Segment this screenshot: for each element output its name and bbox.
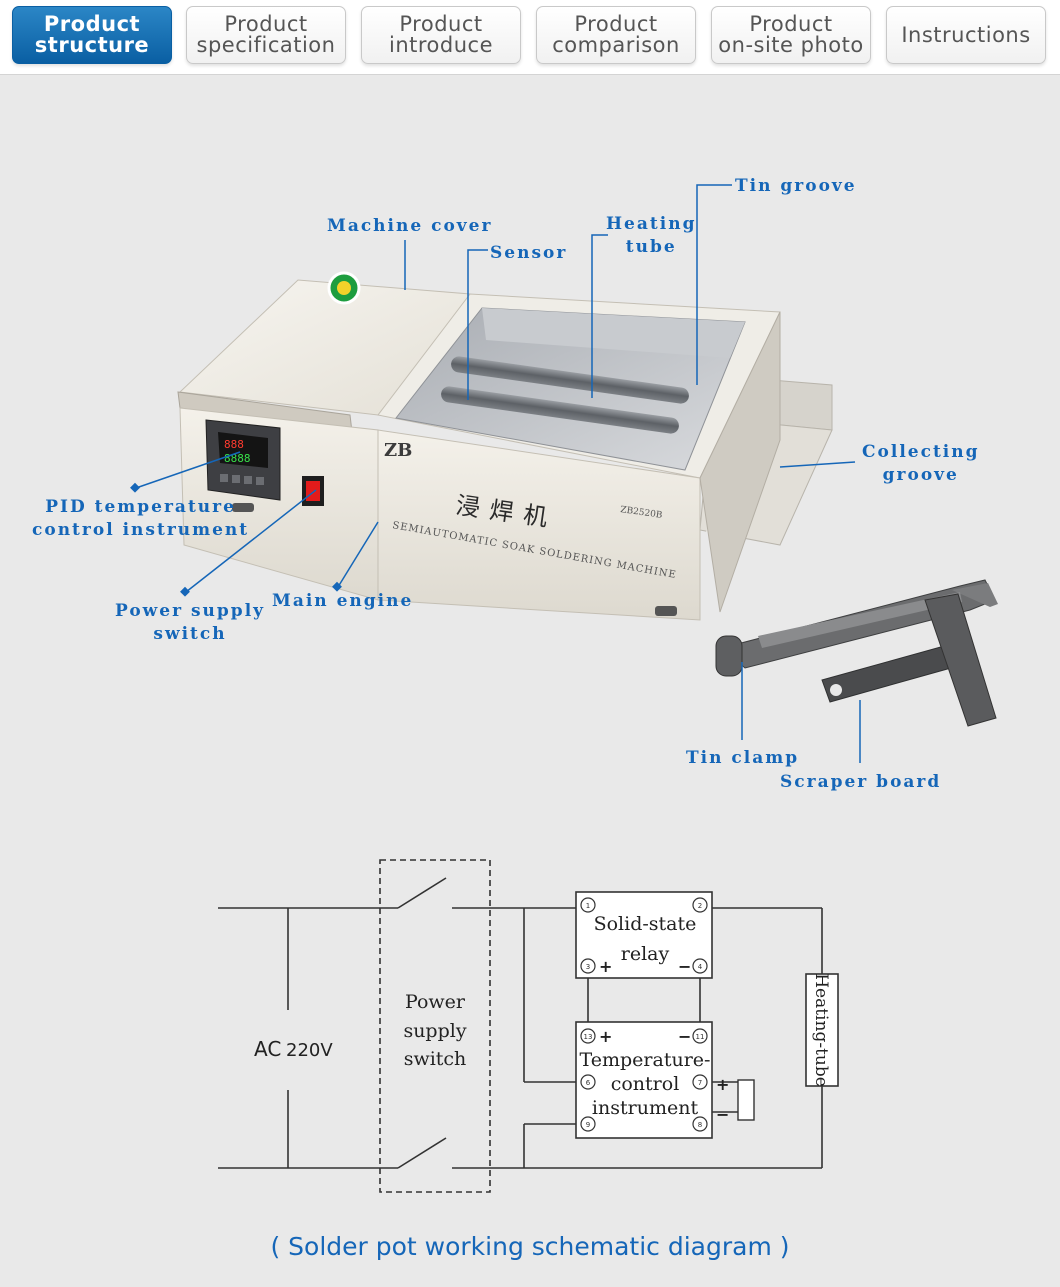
callout-tin-groove: Tin groove bbox=[735, 176, 857, 196]
schematic-instrument-line2: control bbox=[611, 1073, 680, 1095]
schematic-instrument-box bbox=[575, 1021, 713, 1139]
schematic-caption: ( Solder pot working schematic diagram ) bbox=[270, 1232, 790, 1261]
schematic-switch-box bbox=[379, 859, 491, 1193]
terminal-13: 13 bbox=[584, 1033, 593, 1041]
power-switch bbox=[302, 476, 324, 506]
callout-machine-cover: Machine cover bbox=[327, 216, 493, 236]
terminal-11: 11 bbox=[696, 1033, 705, 1041]
svg-text:−: − bbox=[716, 1105, 729, 1124]
callout-pid-instrument: PID temperature control instrument bbox=[32, 497, 250, 540]
svg-text:+: + bbox=[599, 1027, 612, 1046]
callout-leader-lines bbox=[135, 184, 861, 763]
terminal-3: 3 bbox=[586, 963, 590, 971]
pid-display-bottom: 8888 bbox=[224, 452, 251, 465]
schematic-sensor bbox=[737, 1079, 755, 1121]
schematic-relay-box bbox=[575, 891, 713, 979]
schematic-instrument-line1: Temperature- bbox=[580, 1049, 711, 1071]
pid-display-top: 888 bbox=[224, 438, 244, 451]
svg-text:+: + bbox=[599, 957, 612, 976]
schematic-diagram: 1 2 3 4 13 11 6 7 9 8 + − + − + − AC 220… bbox=[218, 859, 839, 1193]
schematic-instrument-line3: instrument bbox=[592, 1097, 699, 1119]
callout-collecting-groove: Collecting groove bbox=[862, 442, 980, 485]
terminal-4: 4 bbox=[698, 963, 703, 971]
terminal-1: 1 bbox=[586, 902, 590, 910]
callout-sensor: Sensor bbox=[490, 243, 568, 263]
svg-text:−: − bbox=[678, 1027, 691, 1046]
svg-text:−: − bbox=[678, 957, 691, 976]
schematic-ac-label: AC bbox=[254, 1037, 281, 1061]
tab-bar: Product structure Product specification … bbox=[0, 0, 1060, 75]
tab-product-onsite-photo[interactable]: Product on-site photo bbox=[711, 6, 871, 64]
schematic-heater-box bbox=[805, 973, 839, 1087]
callout-heating-tube: Heating tube bbox=[606, 214, 697, 257]
callout-scraper-board: Scraper board bbox=[780, 772, 942, 792]
schematic-relay-line2: relay bbox=[621, 943, 670, 965]
product-illustration: 888 8888 ZB 浸焊机 ZB2520B SEMIAUTOMATIC SO… bbox=[130, 184, 998, 763]
main-engine-face bbox=[377, 429, 701, 621]
schematic-switch-line3: switch bbox=[404, 1048, 467, 1070]
tab-product-comparison[interactable]: Product comparison bbox=[536, 6, 696, 64]
terminal-8: 8 bbox=[698, 1121, 702, 1129]
tab-instructions[interactable]: Instructions bbox=[886, 6, 1046, 64]
callout-main-engine: Main engine bbox=[272, 591, 414, 611]
heating-tubes bbox=[441, 356, 689, 434]
terminal-7: 7 bbox=[698, 1079, 702, 1087]
schematic-heater-label: Heating-tube bbox=[811, 973, 831, 1087]
terminal-9: 9 bbox=[586, 1121, 590, 1129]
callout-power-switch: Power supply switch bbox=[115, 601, 266, 644]
tab-product-specification[interactable]: Product specification bbox=[186, 6, 346, 64]
tab-product-structure[interactable]: Product structure bbox=[12, 6, 172, 64]
schematic-relay-line1: Solid-state bbox=[594, 913, 697, 935]
terminal-6: 6 bbox=[586, 1079, 591, 1087]
schematic-voltage-label: 220V bbox=[286, 1040, 333, 1061]
callout-tin-clamp: Tin clamp bbox=[686, 748, 800, 768]
tab-product-introduce[interactable]: Product introduce bbox=[361, 6, 521, 64]
schematic-switch-line2: supply bbox=[403, 1020, 466, 1042]
svg-text:+: + bbox=[716, 1075, 729, 1094]
scraper-board-tool bbox=[821, 593, 997, 727]
schematic-switch-line1: Power bbox=[405, 991, 466, 1013]
brand-logo: ZB bbox=[384, 440, 412, 461]
terminal-2: 2 bbox=[698, 902, 702, 910]
